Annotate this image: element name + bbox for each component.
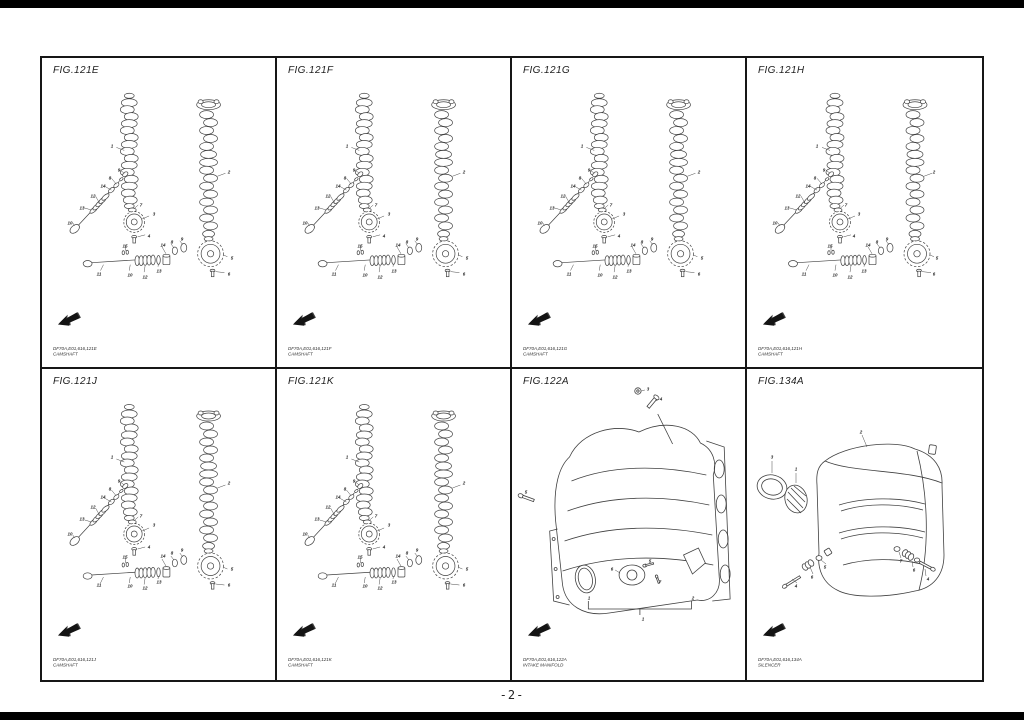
figure-caption: CAMSHAFT <box>288 351 313 357</box>
page-number: -2- <box>499 688 525 702</box>
figure-code: DF70A,E01,616,122A <box>523 657 567 662</box>
figure-code: DF70A,E01,616,121E <box>53 346 97 351</box>
fwd-arrow-icon <box>292 312 316 326</box>
scan-border-bottom <box>0 712 1024 720</box>
figure-label: FIG.121E <box>53 65 99 76</box>
figure-label: FIG.121J <box>53 376 98 387</box>
fwd-arrow-icon <box>527 312 551 326</box>
figure-caption: CAMSHAFT <box>288 662 313 668</box>
figure-footer: DF70A,E01,616,121F CAMSHAFT <box>288 346 332 357</box>
fwd-arrow-icon <box>57 312 81 326</box>
figure-code: DF70A,E01,616,134A <box>758 657 802 662</box>
figure-label: FIG.121F <box>288 65 334 76</box>
figure-label: FIG.122A <box>523 376 569 387</box>
fwd-arrow-icon <box>292 623 316 637</box>
figure-footer: DF70A,E01,616,121J CAMSHAFT <box>53 657 96 668</box>
fwd-arrow-icon <box>762 623 786 637</box>
figure-caption: CAMSHAFT <box>523 351 548 357</box>
figure-code: DF70A,E01,616,121J <box>53 657 97 662</box>
figure-label: FIG.121K <box>288 376 334 387</box>
figure-footer: DF70A,E01,616,121H CAMSHAFT <box>758 346 802 357</box>
fwd-arrow-icon <box>762 312 786 326</box>
figure-footer: DF70A,E01,616,122A INTAKE MANIFOLD <box>523 657 567 668</box>
figure-code: DF70A,E01,616,121G <box>523 346 568 351</box>
figure-code: DF70A,E01,616,121H <box>758 346 803 351</box>
figure-footer: DF70A,E01,616,134A SILENCER <box>758 657 802 668</box>
figure-caption: SILENCER <box>758 662 781 668</box>
figure-footer: DF70A,E01,616,121E CAMSHAFT <box>53 346 97 357</box>
figure-caption: CAMSHAFT <box>758 351 783 357</box>
fwd-arrow-icon <box>57 623 81 637</box>
figure-code: DF70A,E01,616,121K <box>288 657 332 662</box>
figure-caption: INTAKE MANIFOLD <box>523 662 564 668</box>
figure-footer: DF70A,E01,616,121G CAMSHAFT <box>523 346 567 357</box>
scan-border-top <box>0 0 1024 8</box>
figure-code: DF70A,E01,616,121F <box>288 346 332 351</box>
figure-footer: DF70A,E01,616,121K CAMSHAFT <box>288 657 332 668</box>
figure-caption: CAMSHAFT <box>53 662 78 668</box>
fwd-arrow-icon <box>527 623 551 637</box>
figure-label: FIG.134A <box>758 376 804 387</box>
figure-caption: CAMSHAFT <box>53 351 78 357</box>
figure-label: FIG.121G <box>523 65 571 76</box>
figure-label: FIG.121H <box>758 65 805 76</box>
